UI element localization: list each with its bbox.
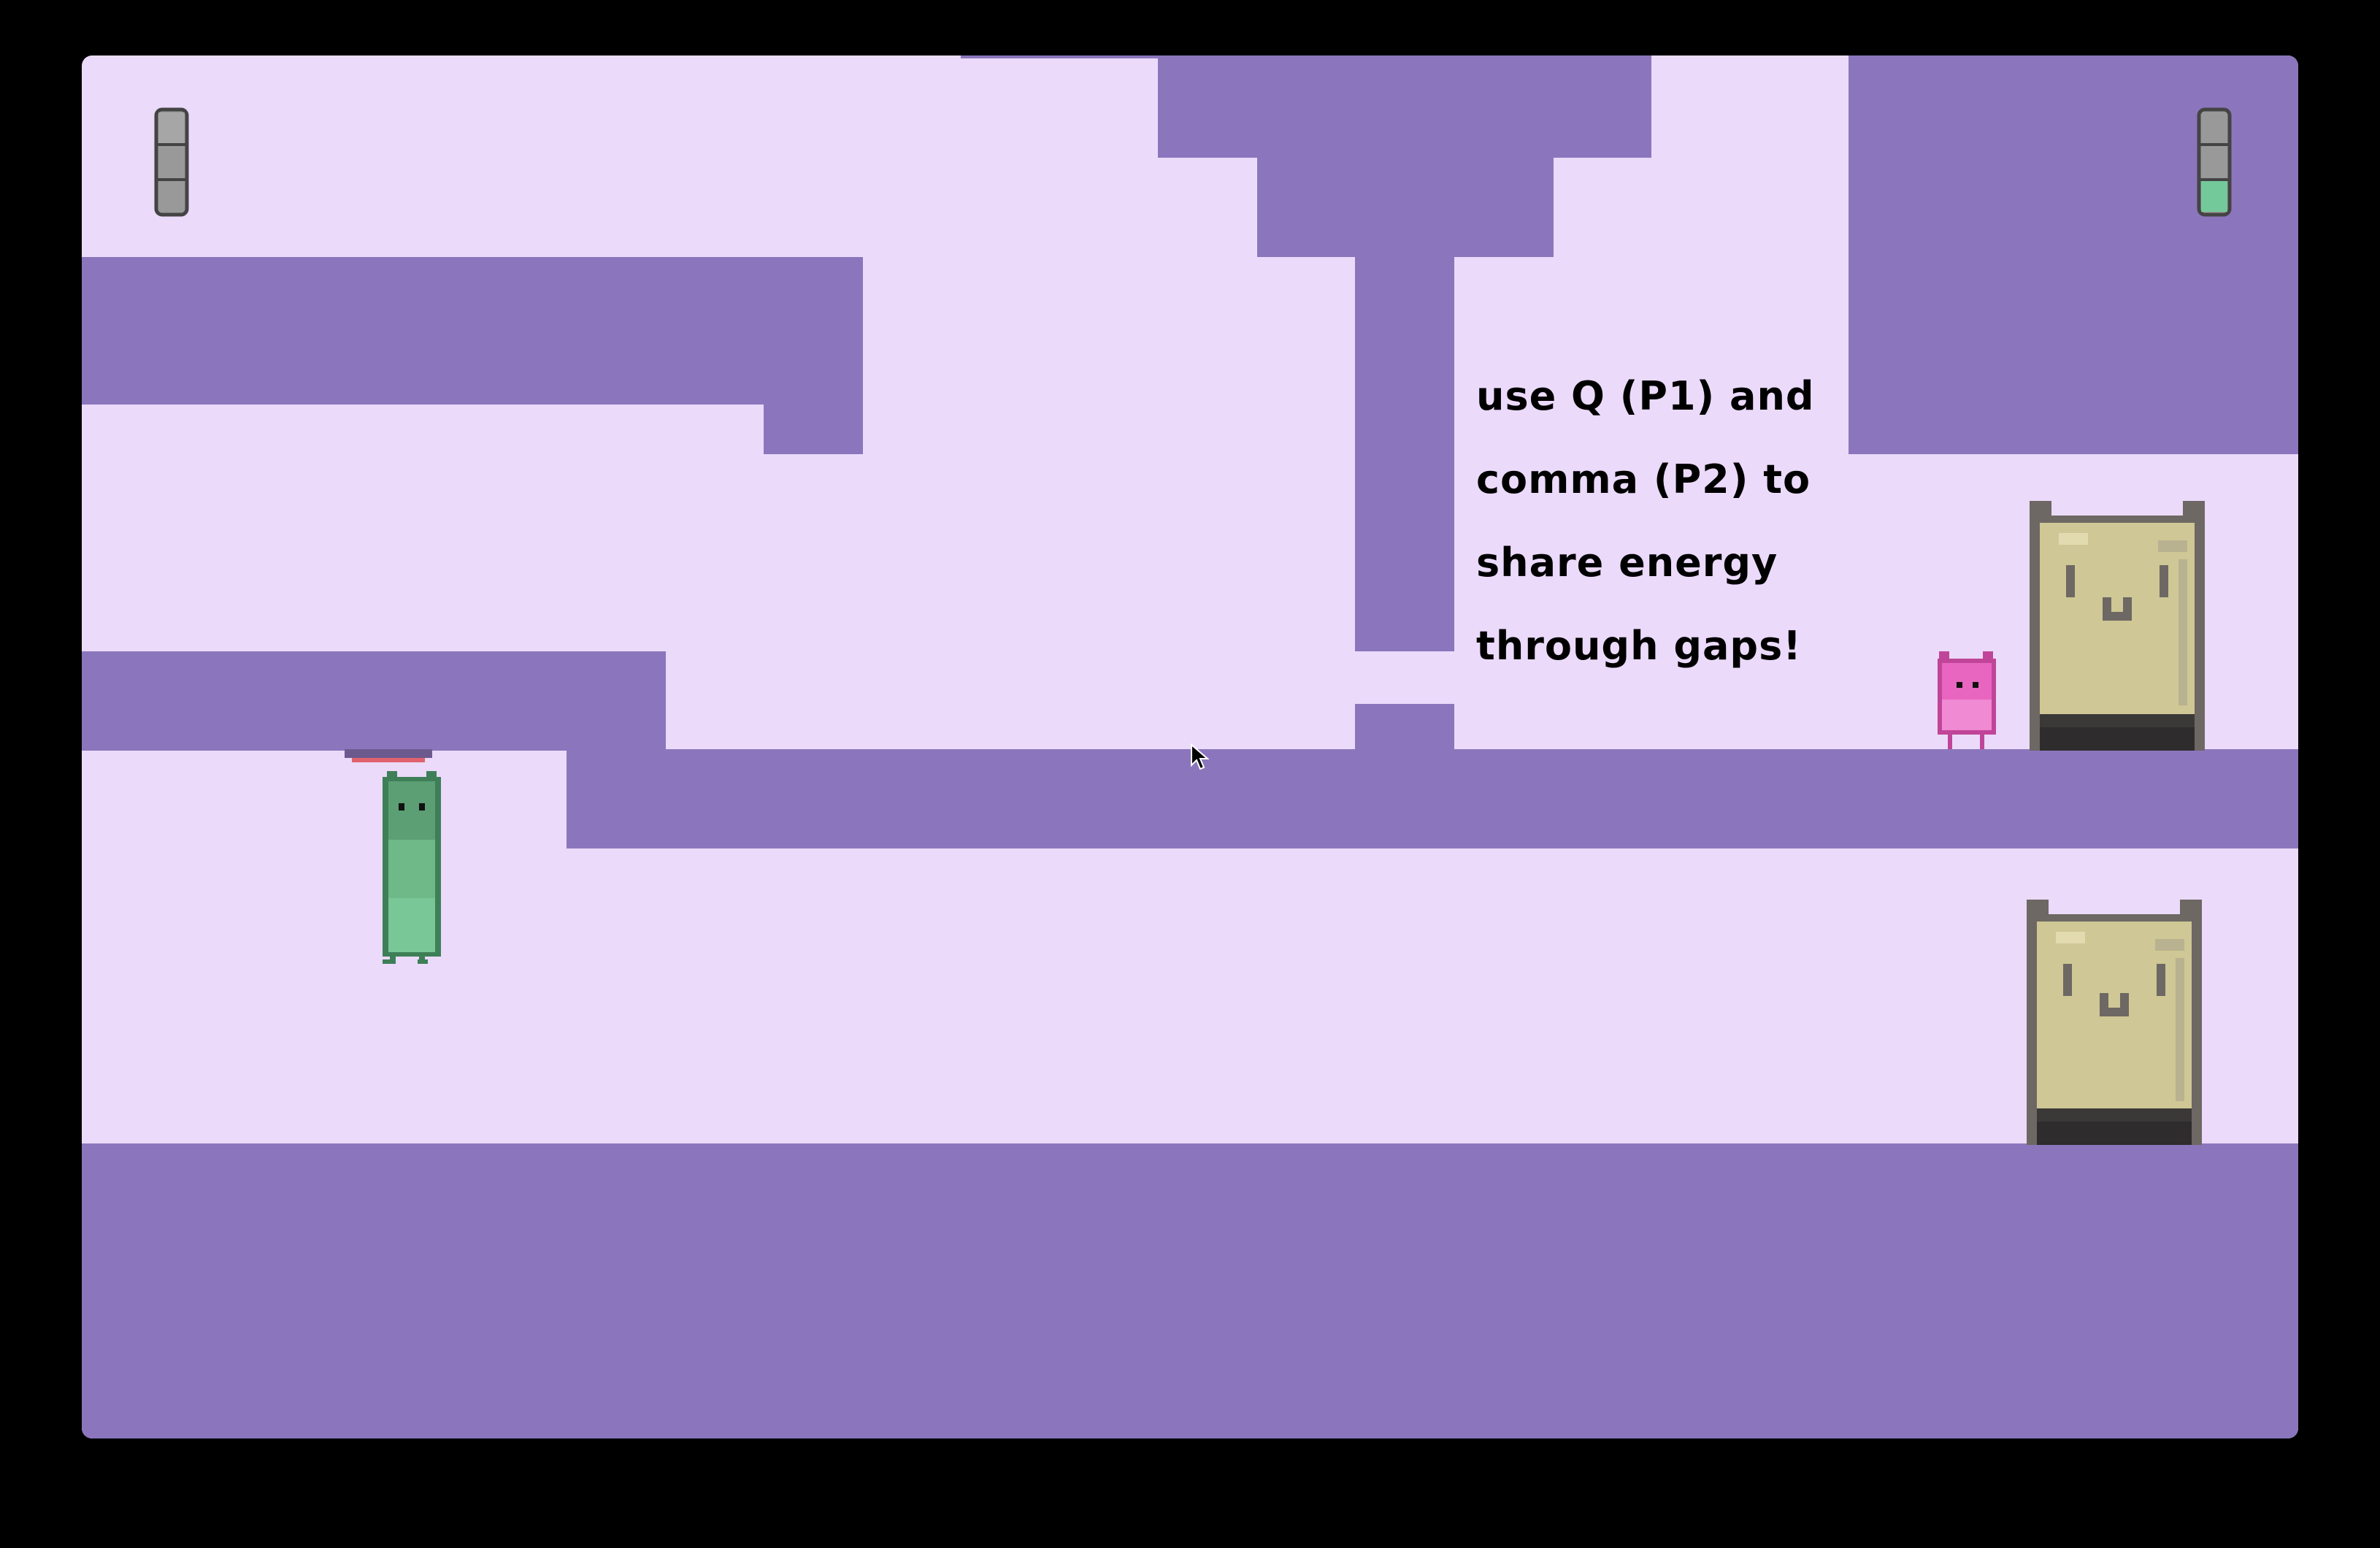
central-pillar xyxy=(1355,256,1454,651)
left-upper-ledge xyxy=(82,257,863,405)
ground xyxy=(82,1143,2298,1438)
middle-floor xyxy=(567,749,2298,848)
exit-door-lower xyxy=(2027,900,2202,1145)
left-upper-ledge-tip xyxy=(764,403,863,454)
hint-line: use Q (P1) and xyxy=(1476,373,1815,419)
battery-meter-icon xyxy=(2197,107,2232,217)
player1-green-character xyxy=(383,771,441,964)
floor-nub xyxy=(1355,704,1454,751)
ceiling-block-mid xyxy=(1257,156,1554,257)
p2-energy-meter xyxy=(2197,107,2232,217)
tutorial-hint: use Q (P1) and comma (P2) to share energ… xyxy=(1476,355,1856,688)
game-viewport[interactable]: use Q (P1) and comma (P2) to share energ… xyxy=(82,55,2298,1438)
battery-meter-icon xyxy=(154,107,189,217)
mouse-cursor-icon xyxy=(1191,743,1210,770)
ceiling-block-top xyxy=(1158,55,1651,158)
ceiling-switch xyxy=(345,749,432,762)
p1-energy-meter xyxy=(154,107,189,217)
player2-pink-character xyxy=(1938,651,1996,749)
hint-line: through gaps! xyxy=(1476,623,1802,669)
left-middle-ledge xyxy=(82,651,666,751)
hint-line: share energy xyxy=(1476,540,1778,586)
exit-door-upper xyxy=(2030,501,2205,751)
hint-line: comma (P2) to xyxy=(1476,456,1811,502)
